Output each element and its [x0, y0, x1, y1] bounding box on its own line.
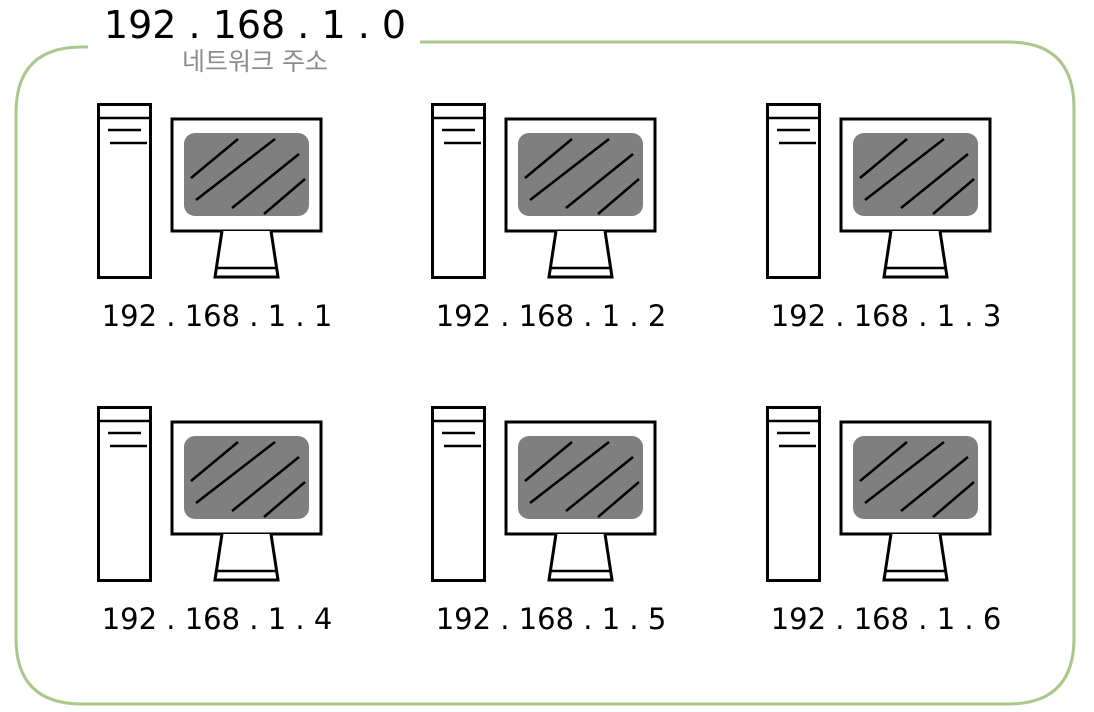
- screen-glare-line: [524, 441, 573, 482]
- desktop-computer-icon: [766, 406, 992, 582]
- screen-glare-line: [859, 441, 908, 482]
- monitor-screen: [853, 436, 978, 519]
- monitor-screen: [518, 436, 643, 519]
- desktop-computer-icon: [431, 406, 657, 582]
- desktop-computer-icon: [97, 103, 323, 279]
- screen-glare-line: [263, 481, 306, 518]
- screen-glare-line: [190, 441, 239, 482]
- screen-glare-line: [231, 153, 300, 209]
- network-address: 192 . 168 . 1 . 0: [103, 3, 407, 47]
- desktop-computer-icon: [766, 103, 992, 279]
- screen-glare-line: [263, 178, 306, 215]
- tower-case: [97, 406, 152, 582]
- screen-glare-line: [195, 138, 276, 201]
- screen-glare-line: [900, 456, 969, 512]
- screen-glare-line: [859, 138, 908, 179]
- monitor-screen: [184, 436, 309, 519]
- monitor-stand: [882, 230, 949, 279]
- desktop-computer-icon: [97, 406, 323, 582]
- host-ip-address: 192 . 168 . 1 . 3: [770, 299, 1002, 333]
- monitor-screen: [184, 133, 309, 216]
- monitor-screen: [853, 133, 978, 216]
- host-ip-address: 192 . 168 . 1 . 6: [770, 602, 1002, 636]
- tower-case: [431, 406, 486, 582]
- host-ip-address: 192 . 168 . 1 . 5: [435, 602, 667, 636]
- monitor-stand: [213, 230, 280, 279]
- monitor-stand: [547, 533, 614, 582]
- monitor-screen: [518, 133, 643, 216]
- screen-glare-line: [932, 481, 975, 518]
- screen-glare-line: [529, 138, 610, 201]
- tower-case: [431, 103, 486, 279]
- screen-glare-line: [597, 481, 640, 518]
- host-computer: 192 . 168 . 1 . 2: [431, 102, 691, 342]
- screen-glare-line: [195, 441, 276, 504]
- screen-glare-line: [231, 456, 300, 512]
- tower-case: [766, 406, 821, 582]
- host-ip-address: 192 . 168 . 1 . 1: [101, 299, 333, 333]
- screen-glare-line: [932, 178, 975, 215]
- tower-case: [97, 103, 152, 279]
- screen-glare-line: [565, 456, 634, 512]
- screen-glare-line: [597, 178, 640, 215]
- host-computer: 192 . 168 . 1 . 3: [766, 102, 1026, 342]
- screen-glare-line: [565, 153, 634, 209]
- host-computer: 192 . 168 . 1 . 5: [431, 405, 691, 645]
- host-computer: 192 . 168 . 1 . 4: [97, 405, 357, 645]
- screen-glare-line: [529, 441, 610, 504]
- network-address-caption: 네트워크 주소: [182, 47, 328, 76]
- tower-case: [766, 103, 821, 279]
- host-computer: 192 . 168 . 1 . 6: [766, 405, 1026, 645]
- monitor-stand: [882, 533, 949, 582]
- screen-glare-line: [524, 138, 573, 179]
- monitor-stand: [213, 533, 280, 582]
- desktop-computer-icon: [431, 103, 657, 279]
- host-ip-address: 192 . 168 . 1 . 2: [435, 299, 667, 333]
- screen-glare-line: [864, 138, 945, 201]
- screen-glare-line: [900, 153, 969, 209]
- monitor-stand: [547, 230, 614, 279]
- host-computer: 192 . 168 . 1 . 1: [97, 102, 357, 342]
- screen-glare-line: [190, 138, 239, 179]
- screen-glare-line: [864, 441, 945, 504]
- host-ip-address: 192 . 168 . 1 . 4: [101, 602, 333, 636]
